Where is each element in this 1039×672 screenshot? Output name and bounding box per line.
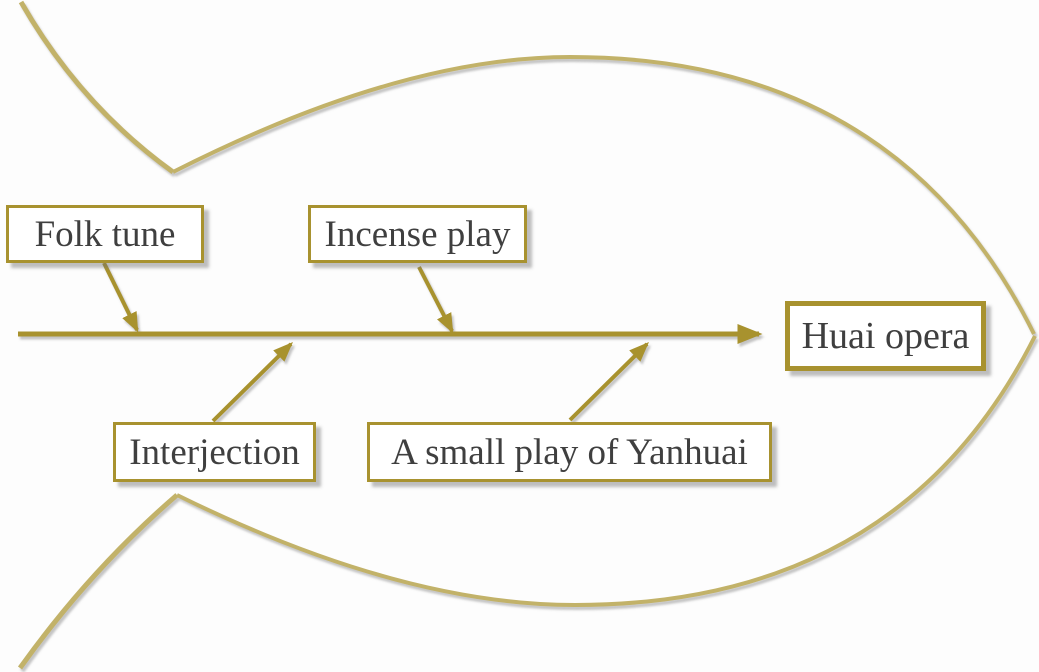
fish-tail-upper-line xyxy=(18,0,175,175)
cause-box-yanhuai-play: A small play of Yanhuai xyxy=(367,422,772,482)
fish-body-top-outline xyxy=(172,54,1036,335)
cause-label-interjection: Interjection xyxy=(129,431,300,473)
branch-arrow-yanhuai-play xyxy=(568,342,649,422)
cause-label-folk-tune: Folk tune xyxy=(34,213,176,255)
effect-label-huai-opera: Huai opera xyxy=(801,315,970,357)
cause-box-folk-tune: Folk tune xyxy=(6,205,204,263)
branch-arrow-incense-play xyxy=(417,266,454,334)
cause-label-yanhuai-play: A small play of Yanhuai xyxy=(391,431,748,473)
branch-arrow-folk-tune xyxy=(102,262,139,333)
effect-box-huai-opera: Huai opera xyxy=(785,301,986,371)
fish-body-bottom-outline xyxy=(176,335,1037,608)
cause-box-interjection: Interjection xyxy=(113,422,316,482)
cause-box-incense-play: Incense play xyxy=(308,205,527,263)
branch-arrow-interjection xyxy=(211,342,293,423)
cause-label-incense-play: Incense play xyxy=(324,213,511,255)
fish-tail-lower-line xyxy=(17,493,179,670)
